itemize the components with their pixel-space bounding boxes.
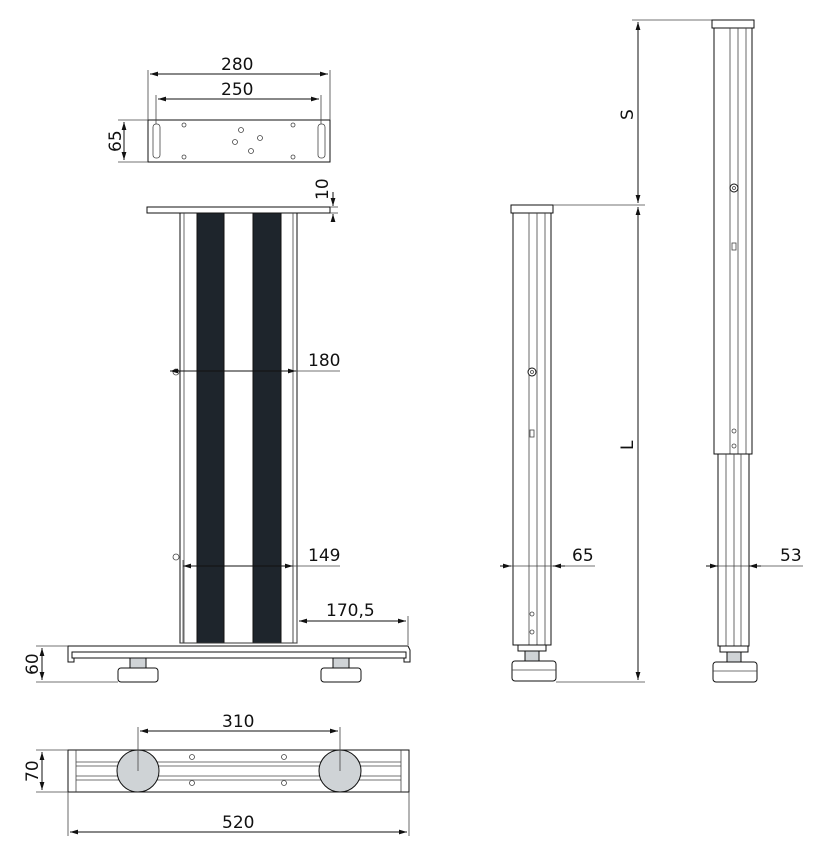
dim-column-width: 180 [308,351,340,371]
dim-top-plate-hole-spacing: 250 [221,80,253,100]
dim-top-plate-width: 280 [221,55,253,75]
dim-base-hole-spacing: 310 [222,712,254,732]
dim-top-plate-depth: 65 [106,130,126,152]
column-side-view: 65 [500,204,595,682]
dim-base-depth: 70 [23,760,43,782]
dim-top-plate-thickness: 10 [313,178,333,200]
column-extended-view: 53 [706,19,803,683]
dim-stroke-label: S [618,109,638,120]
dim-base-length: 520 [222,813,254,833]
dim-telescope-width: 53 [780,546,802,566]
dim-column-width-lower: 149 [308,546,340,566]
base-plan-view: 310 520 70 [23,712,410,836]
dim-base-height: 60 [23,653,43,675]
height-dimensions: S L [553,19,712,683]
top-plate-plan-view: 280 250 65 [106,55,331,163]
column-front-view: 10 180 149 170,5 [23,178,411,683]
dim-foot-overhang: 170,5 [326,601,375,621]
dim-side-width: 65 [572,546,594,566]
dim-length-label: L [618,440,638,450]
